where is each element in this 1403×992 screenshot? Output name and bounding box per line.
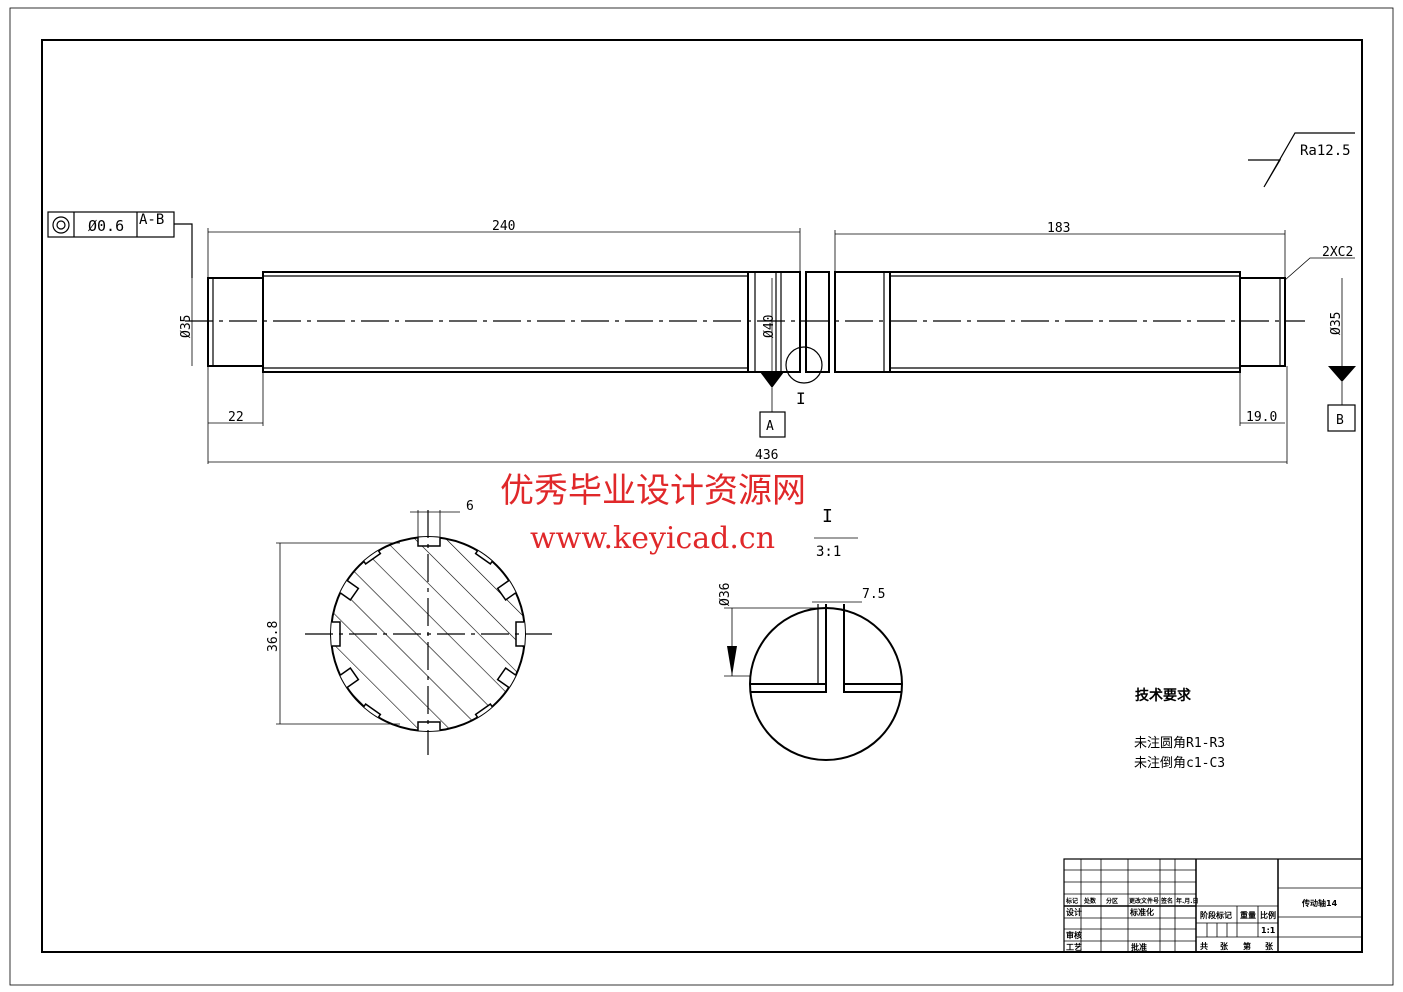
detail-circle (785, 346, 823, 384)
dimensions: 240 183 436 22 19.0 Ø35 Ø40 Ø35 2XC2 (179, 219, 1355, 464)
inner-frame (41, 39, 1363, 953)
tolerance-datum: A-B (139, 212, 164, 228)
dim-183: 183 (1047, 221, 1070, 236)
tb-review: 审核 (1066, 930, 1082, 940)
dim-right-dia: Ø35 (1329, 312, 1344, 335)
tb-header: 处数 (1083, 897, 1097, 905)
tech-req-line1: 未注圆角R1-R3 (1134, 736, 1225, 751)
dim-detail-dia: Ø36 (718, 583, 733, 606)
tb-standard: 标准化 (1129, 907, 1154, 917)
roughness-label: Ra12.5 (1300, 143, 1351, 159)
watermark-url: www.keyicad.cn (530, 521, 775, 556)
outer-border (9, 7, 1394, 986)
watermark-title: 优秀毕业设计资源网 (500, 471, 806, 511)
tb-stage: 阶段标记 (1200, 910, 1232, 920)
dim-436: 436 (755, 448, 778, 463)
tb-sheets: 张 (1265, 942, 1274, 951)
tb-sheets: 张 (1220, 942, 1229, 951)
datum-b: B (1327, 366, 1356, 432)
tb-sheets: 第 (1243, 941, 1251, 951)
dim-mid-dia: Ø40 (762, 315, 777, 338)
tb-ratio: 比例 (1260, 910, 1276, 920)
tech-req-line2: 未注倒角c1-C3 (1134, 756, 1225, 771)
tb-part-name: 传动轴14 (1301, 898, 1338, 908)
tb-header: 年.月.日 (1176, 897, 1199, 905)
tb-approve: 批准 (1131, 942, 1147, 952)
dim-section-dia: 36.8 (266, 621, 281, 652)
technical-requirements: 技术要求 未注圆角R1-R3 未注倒角c1-C3 (1134, 687, 1225, 771)
chamfer-label: 2XC2 (1322, 245, 1353, 260)
dim-detail-width: 7.5 (862, 587, 885, 602)
tolerance-frame: Ø0.6 A-B (47, 211, 193, 278)
dim-left-dia: Ø35 (179, 315, 194, 338)
shaft-main-view (185, 271, 1305, 373)
tb-ratio-value: 1:1 (1261, 926, 1276, 935)
detail-scale: 3:1 (816, 544, 841, 560)
tb-header: 标记 (1065, 897, 1078, 905)
tb-header: 更改文件号 (1129, 897, 1159, 905)
detail-title: I (822, 506, 833, 527)
detail-view: I 3:1 7.5 Ø36 (718, 506, 903, 761)
dim-19: 19.0 (1246, 410, 1277, 425)
detail-callout: I (796, 389, 806, 408)
tb-sheets: 共 (1200, 941, 1208, 951)
datum-a: A (759, 372, 786, 438)
tb-design: 设计 (1066, 907, 1082, 917)
datum-a-label: A (766, 419, 774, 434)
datum-b-label: B (1336, 413, 1344, 428)
tb-header: 分区 (1106, 897, 1118, 905)
dim-240: 240 (492, 219, 515, 234)
concentricity-icon (52, 216, 70, 234)
dim-22: 22 (228, 410, 244, 425)
surface-finish-symbol: Ra12.5 (1248, 132, 1355, 188)
tb-process: 工艺 (1066, 942, 1082, 952)
tb-weight: 重量 (1240, 910, 1256, 920)
tolerance-value: Ø0.6 (88, 217, 124, 235)
tb-header: 签名 (1160, 897, 1173, 905)
dim-key-width: 6 (466, 499, 474, 514)
title-block: 标记 处数 分区 更改文件号 签名 年.月.日 设计 标准化 审核 工艺 批准 … (1063, 858, 1363, 953)
spline-section-view: 6 36.8 (266, 499, 552, 755)
tech-req-title: 技术要求 (1135, 687, 1192, 704)
